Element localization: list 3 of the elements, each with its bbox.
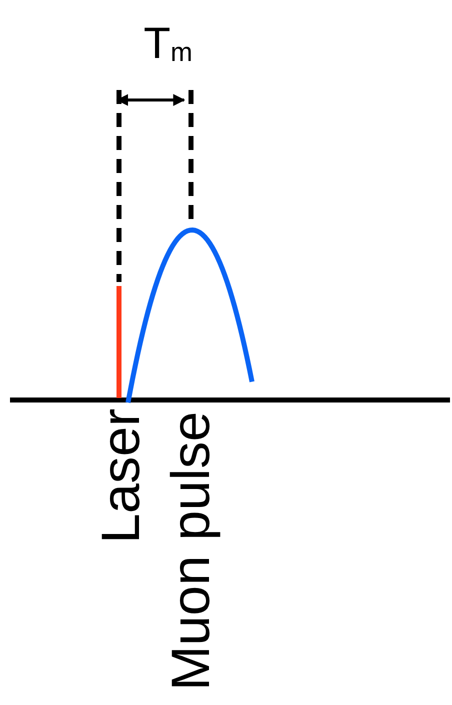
axis-label: Laser xyxy=(94,408,148,544)
time-label: T$_{m}$ xyxy=(144,22,192,66)
axis-label: Muon pulse xyxy=(164,411,218,691)
